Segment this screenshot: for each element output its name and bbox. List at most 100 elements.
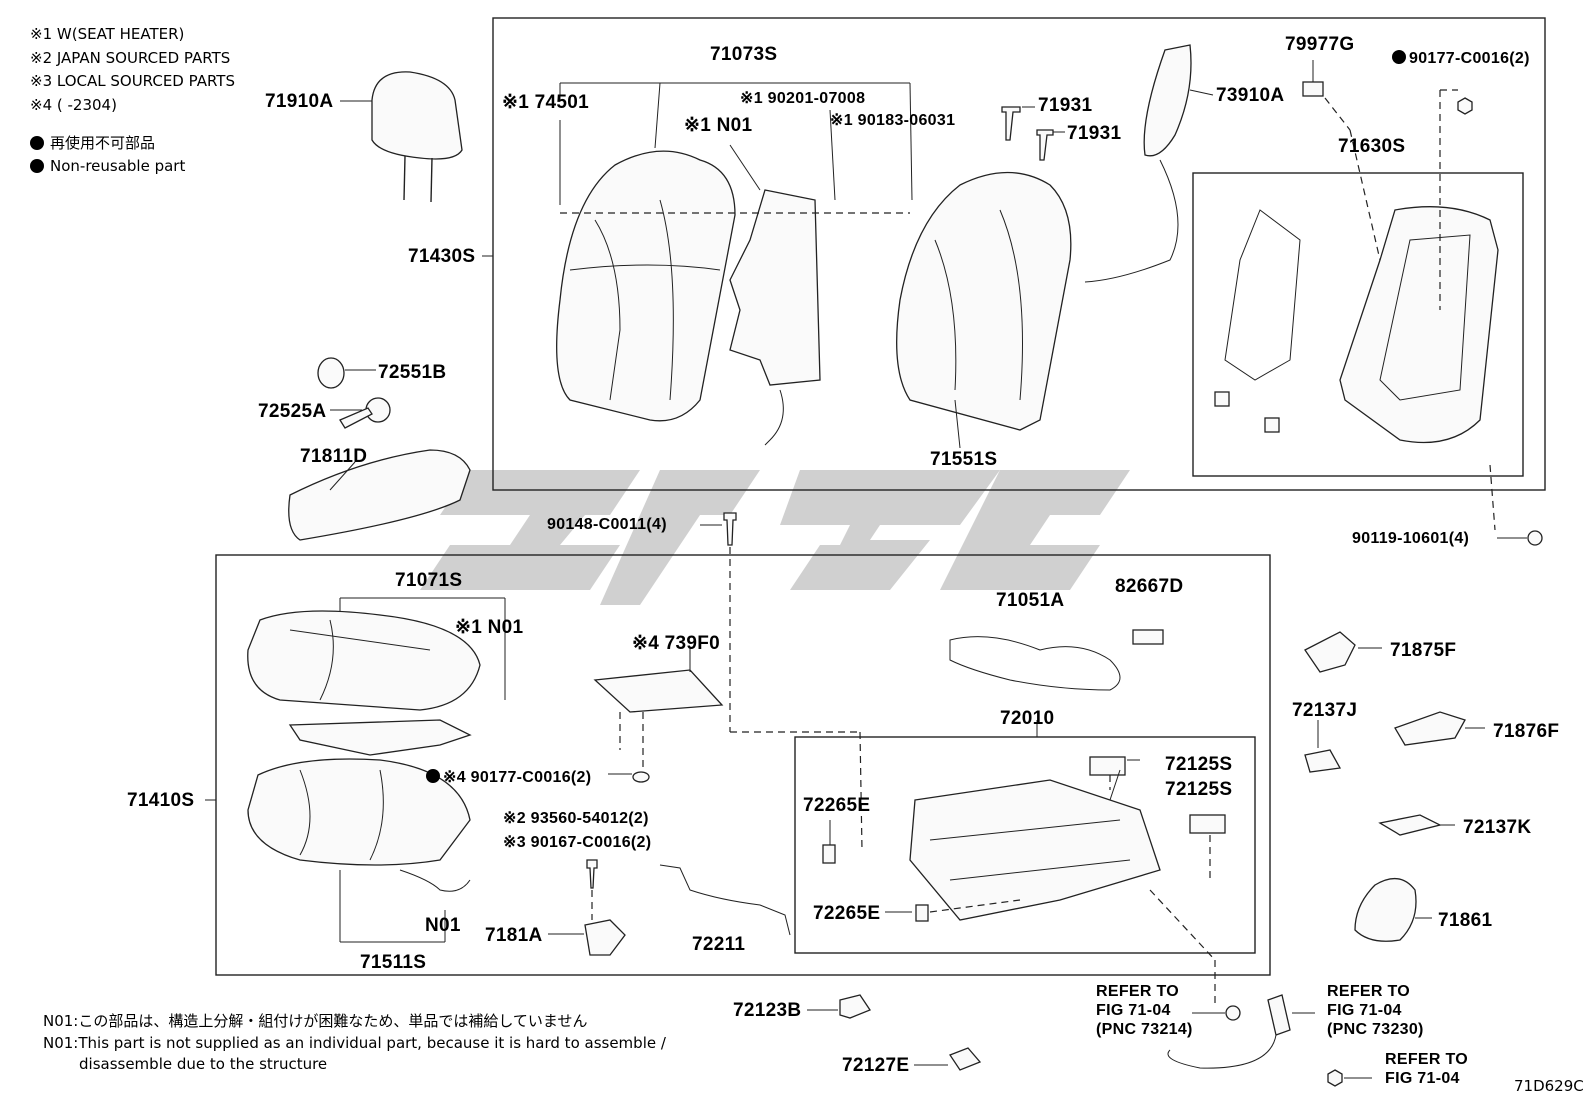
part-label-N01-pad[interactable]: N01	[425, 915, 461, 936]
part-label-71630S[interactable]: 71630S	[1338, 136, 1406, 157]
headrest-part	[371, 71, 463, 203]
part-label-71931-b[interactable]: 71931	[1067, 123, 1122, 144]
seatback-cover-part	[556, 150, 736, 422]
part-label-N01-back[interactable]: ※1 N01	[684, 115, 753, 136]
legend-text-ja: 再使用不可部品	[50, 134, 156, 152]
connector-82667D-part	[1132, 629, 1164, 645]
legend-text-en: Non-reusable part	[50, 157, 186, 175]
heater-mat-part	[729, 189, 821, 446]
frame-subgroup-box	[1192, 172, 1524, 477]
part-label-71073S[interactable]: 71073S	[710, 44, 778, 65]
footnote-n01-en: N01:This part is not supplied as an indi…	[43, 1034, 666, 1052]
part-label-72010[interactable]: 72010	[1000, 708, 1055, 729]
part-label-74501[interactable]: ※1 74501	[502, 92, 589, 113]
refer-line: REFER TO	[1096, 983, 1180, 1000]
part-label-72211[interactable]: 72211	[692, 934, 746, 955]
part-label-71931-a[interactable]: 71931	[1038, 95, 1093, 116]
note-local-sourced: ※3 LOCAL SOURCED PARTS	[30, 72, 235, 90]
mat-part	[593, 669, 724, 713]
buckle-73230-part	[1267, 994, 1291, 1036]
part-label-90201-07008[interactable]: ※1 90201-07008	[740, 90, 866, 107]
cap-part	[317, 357, 345, 389]
cushion-harness-part	[399, 869, 471, 892]
refer-to-73230[interactable]: REFER TO FIG 71-04 (PNC 73230)	[1327, 982, 1424, 1039]
bolt-90119-part	[1527, 530, 1543, 546]
bolt-93560-part	[586, 859, 598, 889]
refer-line: REFER TO	[1327, 983, 1411, 1000]
wire-harness-part	[949, 636, 1121, 691]
cover-71875F-part	[1304, 631, 1356, 673]
part-label-90177-C0016-top[interactable]: 90177-C0016(2)	[1392, 50, 1530, 68]
cover-72137J-part	[1304, 749, 1342, 773]
footnote-n01-ja: N01:この部品は、構造上分解・組付けが困難なため、単品では補給していません	[43, 1012, 588, 1030]
part-label-82667D[interactable]: 82667D	[1115, 576, 1184, 597]
part-label-72265E-a[interactable]: 72265E	[803, 795, 871, 816]
part-label-90167-C0016[interactable]: ※3 90167-C0016(2)	[503, 834, 652, 851]
part-label-71511S[interactable]: 71511S	[360, 952, 427, 973]
part-label-90148-C0011[interactable]: 90148-C0011(4)	[547, 516, 667, 533]
refer-to-73214[interactable]: REFER TO FIG 71-04 (PNC 73214)	[1096, 982, 1193, 1039]
part-label-71811D[interactable]: 71811D	[300, 446, 368, 467]
part-label-72265E-b[interactable]: 72265E	[813, 903, 881, 924]
lever-rod-part	[659, 864, 791, 936]
non-reusable-dot-icon	[30, 159, 44, 173]
cover-72127E-part	[949, 1047, 982, 1071]
part-label-7181A[interactable]: 7181A	[485, 925, 543, 946]
refer-to-fig[interactable]: REFER TO FIG 71-04	[1385, 1050, 1468, 1088]
cushion-pad-part	[247, 758, 471, 866]
part-label-72137J[interactable]: 72137J	[1292, 700, 1358, 721]
part-label-739F0[interactable]: ※4 739F0	[632, 633, 721, 654]
part-label-73910A[interactable]: 73910A	[1216, 85, 1285, 106]
note-seat-heater: ※1 W(SEAT HEATER)	[30, 25, 185, 43]
cushion-heater-part	[288, 719, 472, 756]
part-label-71430S[interactable]: 71430S	[408, 246, 476, 267]
part-label-71551S[interactable]: 71551S	[930, 449, 998, 470]
part-label-71410S[interactable]: 71410S	[127, 790, 195, 811]
part-label-72525A[interactable]: 72525A	[258, 401, 327, 422]
part-label-71071S[interactable]: 71071S	[395, 570, 463, 591]
sensor-73214-part	[1225, 1005, 1241, 1021]
part-label-72137K[interactable]: 72137K	[1463, 817, 1532, 838]
part-label-79977G[interactable]: 79977G	[1285, 34, 1355, 55]
nut-part	[1457, 97, 1473, 115]
seatback-frame-part	[1214, 206, 1499, 444]
part-label-71861[interactable]: 71861	[1438, 910, 1493, 931]
part-label-71876F[interactable]: 71876F	[1493, 721, 1560, 742]
part-label-71910A[interactable]: 71910A	[265, 91, 334, 112]
legend-non-reusable-en: Non-reusable part	[30, 157, 185, 175]
refer-line: (PNC 73214)	[1096, 1021, 1193, 1038]
part-label-90119-10601[interactable]: 90119-10601(4)	[1352, 530, 1470, 547]
refer-line: (PNC 73230)	[1327, 1021, 1424, 1038]
seat-adjuster-part	[822, 756, 1226, 922]
seatback-pad-part	[896, 171, 1072, 431]
part-number-text: ※4 90177-C0016(2)	[443, 769, 592, 786]
clip-nut-part	[632, 771, 650, 783]
part-label-72125S-a[interactable]: 72125S	[1165, 754, 1233, 775]
label-plate-part	[1302, 81, 1324, 97]
part-label-71875F[interactable]: 71875F	[1390, 640, 1457, 661]
watermark-logo	[420, 470, 1130, 605]
cover-72123B-part	[839, 994, 871, 1019]
part-label-90183-06031[interactable]: ※1 90183-06031	[830, 112, 956, 129]
part-label-93560-54012[interactable]: ※2 93560-54012(2)	[503, 810, 649, 827]
non-reusable-dot-icon	[426, 769, 440, 783]
part-label-72551B[interactable]: 72551B	[378, 362, 447, 383]
non-reusable-dot-icon	[30, 135, 44, 150]
recliner-knob-part	[339, 397, 391, 429]
bolt-90148-part	[723, 512, 737, 546]
cover-71861-part	[1354, 878, 1417, 942]
note-japan-sourced: ※2 JAPAN SOURCED PARTS	[30, 49, 231, 67]
side-airbag-part	[1084, 44, 1192, 283]
part-label-90177-C0016-cushion[interactable]: ※4 90177-C0016(2)	[426, 767, 591, 787]
cover-71876F-part	[1394, 711, 1466, 746]
legend-non-reusable-ja: 再使用不可部品	[30, 132, 155, 153]
cushion-cover-part	[247, 610, 481, 711]
part-label-71051A[interactable]: 71051A	[996, 590, 1065, 611]
note-date-range: ※4 ( -2304)	[30, 96, 117, 114]
non-reusable-dot-icon	[1392, 50, 1406, 64]
part-label-72125S-b[interactable]: 72125S	[1165, 779, 1233, 800]
part-label-N01-cushion[interactable]: ※1 N01	[455, 617, 524, 638]
part-label-72123B[interactable]: 72123B	[733, 1000, 802, 1021]
buckle-cable-part	[1167, 1034, 1277, 1069]
part-label-72127E[interactable]: 72127E	[842, 1055, 910, 1076]
